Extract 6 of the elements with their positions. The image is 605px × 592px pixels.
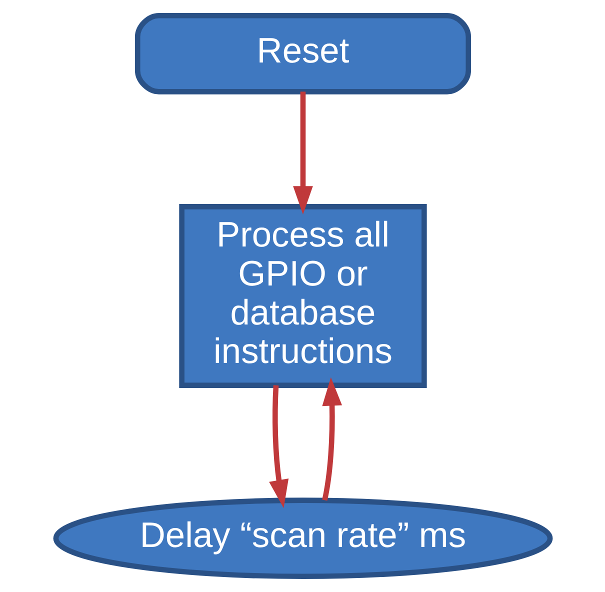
arrow bbox=[268, 385, 288, 508]
node-box: Reset bbox=[134, 12, 471, 94]
node-box: Process all GPIO or database instructions bbox=[178, 204, 426, 388]
arrow bbox=[292, 92, 312, 214]
arrow bbox=[322, 377, 342, 501]
node-ellipse: Delay “scan rate” ms bbox=[52, 498, 552, 580]
